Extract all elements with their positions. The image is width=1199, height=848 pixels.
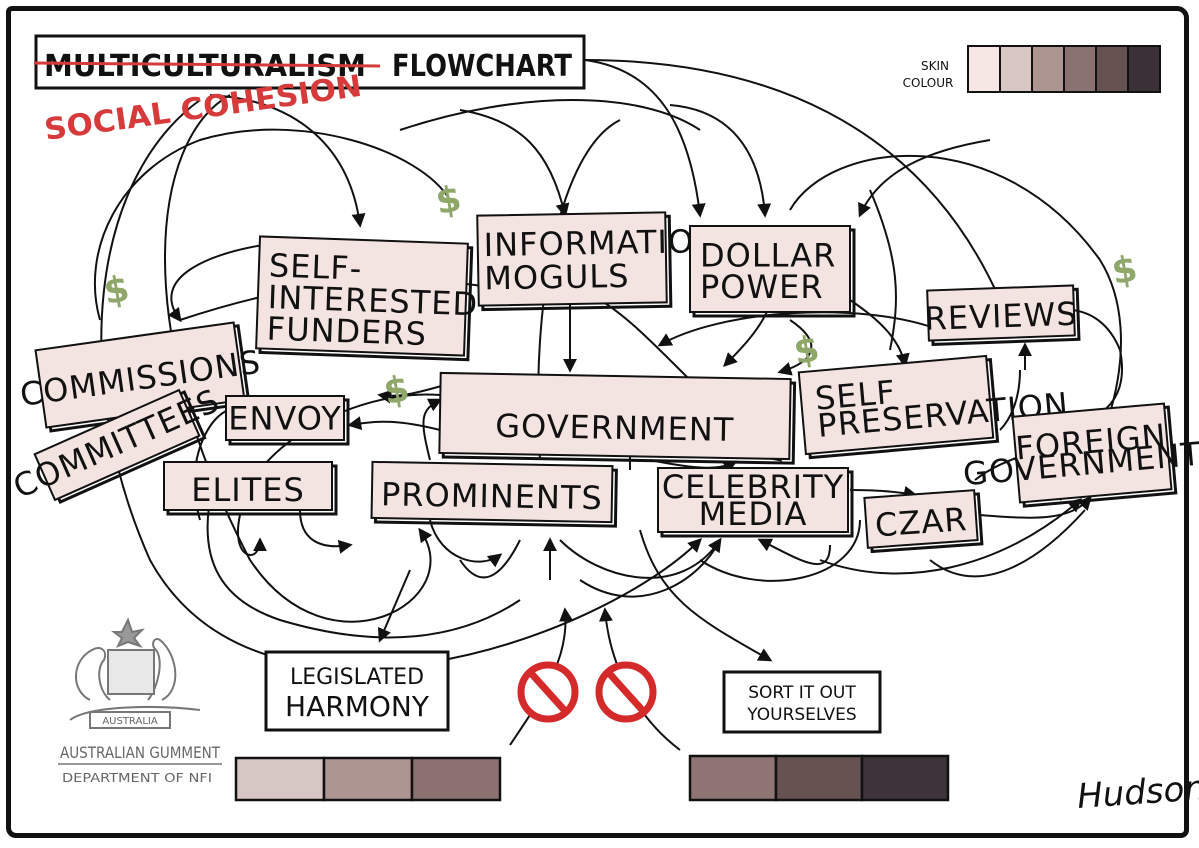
node-label: POWER — [700, 268, 824, 306]
node-reviews: REVIEWS — [924, 284, 1081, 346]
legend-label-line2: COLOUR — [903, 76, 954, 90]
node-box — [476, 211, 668, 307]
node-czar: CZAR — [863, 489, 984, 554]
node-box — [1011, 402, 1173, 504]
node-label: REVIEWS — [924, 295, 1078, 338]
node-label: PROMINENTS — [381, 475, 603, 517]
node-label: INTERESTED — [267, 278, 479, 323]
bar-segment — [774, 754, 864, 802]
node-box — [438, 371, 792, 461]
node-label: GOVERNMENT — [495, 407, 735, 449]
node-box — [657, 467, 849, 533]
kangaroo-figure — [75, 647, 111, 701]
strike-line — [33, 61, 381, 68]
bar-segment — [322, 756, 414, 802]
bar-segment — [410, 756, 502, 802]
node-label: DOLLAR — [700, 237, 836, 275]
node-box — [255, 235, 469, 357]
node-label: MEDIA — [699, 495, 808, 533]
bar-segment — [860, 754, 950, 802]
node-box — [163, 461, 333, 511]
title-box: MULTICULTURALISM FLOWCHART — [33, 34, 586, 90]
legend-label-line1: SKIN — [921, 59, 949, 73]
node-box — [689, 225, 851, 313]
crest-shield — [107, 649, 155, 695]
cartoon-frame — [6, 6, 1189, 838]
crest-line2: DEPARTMENT OF NFI — [62, 771, 212, 785]
coat-of-arms — [69, 617, 201, 729]
dollar-icon: $ — [101, 268, 133, 313]
node-elites: ELITES — [163, 461, 338, 516]
legend-swatch — [1063, 45, 1097, 93]
node-box — [926, 284, 1076, 342]
outcome-legislated-line2: HARMONY — [285, 690, 430, 723]
emu-figure — [147, 638, 177, 701]
node-label: CELEBRITY — [662, 468, 844, 506]
bar-segment — [688, 754, 778, 802]
colour-bar-right — [688, 754, 950, 802]
node-box — [797, 354, 995, 456]
node-envoy: ENVOY — [225, 395, 350, 446]
legend-swatch — [999, 45, 1033, 93]
prohibition-sign-right — [595, 661, 657, 723]
legend-swatch — [967, 45, 1001, 93]
outcome-sort-it-out: SORT IT OUT YOURSELVES — [722, 670, 882, 734]
crest-star-icon — [111, 617, 146, 648]
node-government: GOVERNMENT — [438, 371, 797, 465]
node-label: INFORMATION — [483, 222, 719, 264]
node-label: CZAR — [874, 500, 969, 544]
node-label: FUNDERS — [266, 310, 427, 354]
node-prominents: PROMINENTS — [370, 460, 618, 528]
crest-line1: AUSTRALIAN GUMMENT — [60, 743, 220, 762]
node-label: ELITES — [191, 471, 305, 509]
outcome-legislated-line1: LEGISLATED — [290, 665, 424, 690]
node-box — [370, 460, 614, 524]
legend-swatch — [1095, 45, 1129, 93]
dollar-icon: $ — [433, 178, 465, 223]
outcome-legislated-harmony: LEGISLATED HARMONY — [264, 650, 450, 732]
legend-swatch — [1127, 45, 1161, 93]
node-box — [33, 388, 201, 502]
outcome-sort-line1: SORT IT OUT — [748, 683, 856, 703]
node-box — [225, 395, 345, 441]
bar-segment — [234, 756, 326, 802]
prohibition-sign-left — [517, 661, 579, 723]
colour-bar-left — [234, 756, 502, 802]
node-box — [863, 489, 979, 549]
outcome-sort-line2: YOURSELVES — [746, 705, 856, 725]
artist-signature: Hudson — [1076, 768, 1199, 817]
connector-arrows — [93, 59, 1123, 751]
node-label: SELF- — [268, 246, 363, 287]
legend-swatch — [1031, 45, 1065, 93]
title-main-word: FLOWCHART — [392, 49, 572, 84]
node-label: MOGULS — [484, 257, 630, 298]
crest-scroll-text: AUSTRALIA — [102, 716, 158, 727]
dollar-icon: $ — [381, 368, 413, 413]
skin-colour-legend: SKIN COLOUR — [903, 45, 1161, 93]
crest-scroll — [89, 711, 171, 729]
node-commissions: COMMISSIONS — [18, 321, 263, 433]
node-label: ENVOY — [228, 399, 341, 437]
node-label: SELF — [813, 373, 897, 418]
